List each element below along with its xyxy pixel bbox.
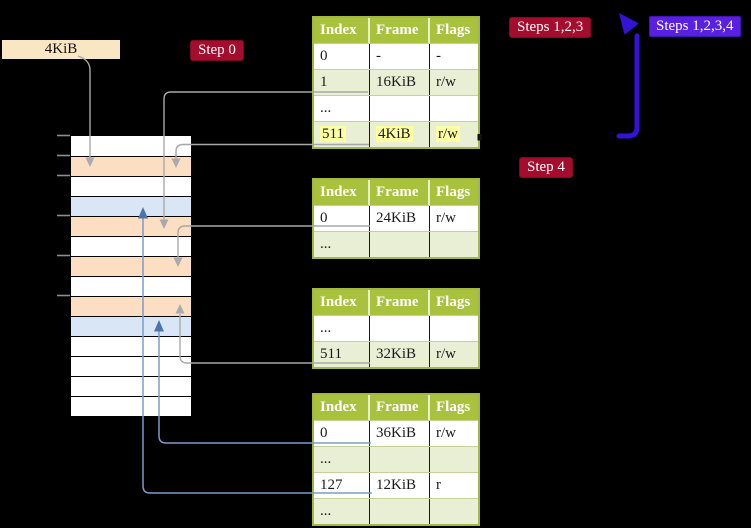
cell-frame: 4KiB <box>376 126 413 142</box>
steps1234-badge: Steps 1,2,3,4 <box>649 16 741 37</box>
arrow-up-left-icon <box>619 13 639 35</box>
table-row: 1 16KiB r/w <box>314 69 478 95</box>
cell-frame: 36KiB <box>376 425 417 441</box>
memory-frame-row <box>71 356 191 376</box>
table-row: 0 - - <box>314 43 478 69</box>
column-header-index: Index <box>314 180 370 205</box>
column-header-frame: Frame <box>370 18 430 43</box>
table-row: ... <box>314 231 478 257</box>
column-header-flags: Flags <box>436 184 471 200</box>
step0-badge: Step 0 <box>190 40 244 61</box>
cell-flags: r/w <box>436 126 460 142</box>
column-header-frame: Frame <box>370 395 430 420</box>
cell-index: ... <box>320 236 332 252</box>
memory-frame-row <box>71 176 191 196</box>
table-header-row: Index Frame Flags <box>314 290 478 315</box>
cell-index: ... <box>320 451 332 467</box>
memory-frame-row <box>71 296 191 316</box>
cell-index: ... <box>320 100 332 116</box>
column-header-index: Index <box>314 395 370 420</box>
cell-frame: 16KiB <box>376 74 417 90</box>
cell-frame: 12KiB <box>376 477 417 493</box>
cell-index: ... <box>320 503 332 519</box>
cell-index: ... <box>320 320 332 336</box>
memory-frame-row <box>71 196 191 216</box>
memory-frame-row <box>71 136 191 156</box>
page-table-1: Index Frame Flags 0 - - 1 16KiB r/w ... … <box>312 16 480 149</box>
cell-index: 0 <box>320 48 328 64</box>
cell-flags: r/w <box>436 346 456 362</box>
table-header-row: Index Frame Flags <box>314 18 478 43</box>
cell-frame: 24KiB <box>376 210 417 226</box>
page-table-3: Index Frame Flags ... 511 32KiB r/w <box>312 288 480 369</box>
table-row-highlighted: 511 4KiB r/w <box>314 121 478 147</box>
page-size-label: 4KiB <box>2 40 120 59</box>
column-header-index: Index <box>314 18 370 43</box>
memory-frame-row <box>71 316 191 336</box>
cell-index: 127 <box>320 477 343 493</box>
memory-frame-row <box>71 256 191 276</box>
cell-flags: r/w <box>436 210 456 226</box>
table-row: ... <box>314 95 478 121</box>
column-header-frame: Frame <box>370 180 430 205</box>
memory-column <box>70 135 192 417</box>
page-table-2: Index Frame Flags 0 24KiB r/w ... <box>312 178 480 259</box>
cell-flags: r <box>436 477 441 493</box>
table-row: 0 24KiB r/w <box>314 205 478 231</box>
table-row: 0 36KiB r/w <box>314 420 478 446</box>
page-table-4: Index Frame Flags 0 36KiB r/w ... 127 12… <box>312 393 480 526</box>
memory-tick-marks <box>57 134 70 297</box>
table-row: ... <box>314 315 478 341</box>
step4-badge: Step 4 <box>519 157 573 178</box>
cell-index: 0 <box>320 425 328 441</box>
memory-frame-row <box>71 216 191 236</box>
memory-frame-row <box>71 236 191 256</box>
column-header-flags: Flags <box>436 22 471 38</box>
cell-flags: r/w <box>436 425 456 441</box>
memory-frame-row <box>71 156 191 176</box>
table-row: ... <box>314 498 478 524</box>
steps123-badge: Steps 1,2,3 <box>509 17 592 38</box>
loop-arrow <box>616 13 640 139</box>
cell-flags: - <box>436 48 441 64</box>
table-row: ... <box>314 446 478 472</box>
column-header-index: Index <box>314 290 370 315</box>
column-header-flags: Flags <box>436 294 471 310</box>
cell-frame: 32KiB <box>376 346 417 362</box>
memory-frame-row <box>71 276 191 296</box>
cell-index: 0 <box>320 210 328 226</box>
cell-frame: - <box>376 48 381 64</box>
cell-index: 511 <box>320 346 342 362</box>
cell-flags: r/w <box>436 74 456 90</box>
memory-frame-row <box>71 336 191 356</box>
memory-frame-row <box>71 376 191 396</box>
column-header-frame: Frame <box>370 290 430 315</box>
column-header-flags: Flags <box>436 399 471 415</box>
memory-frame-row <box>71 396 191 416</box>
table-row: 511 32KiB r/w <box>314 341 478 367</box>
table-header-row: Index Frame Flags <box>314 180 478 205</box>
table-row: 127 12KiB r <box>314 472 478 498</box>
cell-index: 511 <box>320 126 346 142</box>
table-header-row: Index Frame Flags <box>314 395 478 420</box>
cell-index: 1 <box>320 74 328 90</box>
